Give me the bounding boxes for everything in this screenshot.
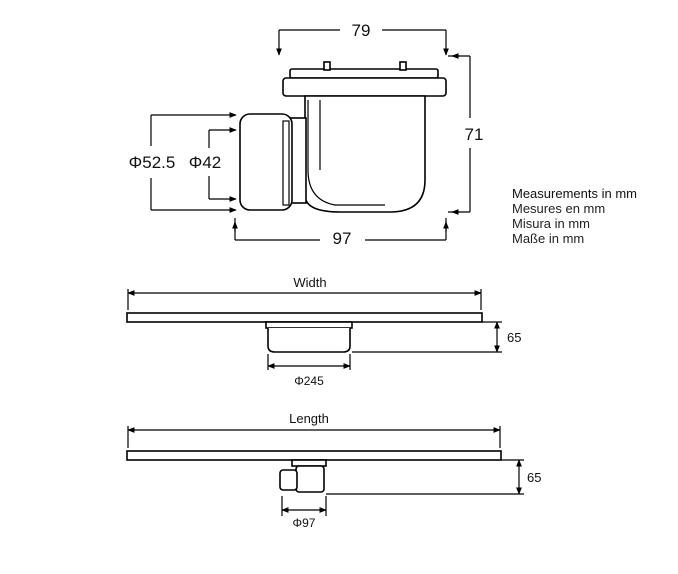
- length-plate: [126, 450, 502, 461]
- measurements-title: Measurements in mm: [512, 186, 637, 201]
- width-drain-cup: [267, 328, 351, 353]
- width-height-label: 65: [507, 330, 521, 345]
- measurements-line-de: Maße in mm: [512, 231, 584, 246]
- length-label: Length: [289, 411, 329, 426]
- lid-plate: [289, 68, 439, 79]
- width-view: Width 65 Φ245: [126, 275, 521, 388]
- measurements-legend: Measurements in mm Mesures en mm Misura …: [512, 186, 637, 246]
- dim-79-label: 79: [352, 21, 371, 40]
- dia-42-label: Φ42: [189, 153, 221, 172]
- dim-97-label: 97: [333, 229, 352, 248]
- dia-52-5-label: Φ52.5: [129, 153, 176, 172]
- dim-71-label: 71: [465, 125, 484, 144]
- length-diameter-label: Φ97: [293, 516, 316, 530]
- length-drain-outlet: [279, 469, 298, 491]
- outlet-cylinder: [239, 113, 293, 211]
- lid-tab-right: [399, 61, 407, 71]
- width-diameter-label: Φ245: [294, 374, 324, 388]
- measurements-line-it: Misura in mm: [512, 216, 590, 231]
- width-label: Width: [293, 275, 326, 290]
- length-view: Length 65 Φ97: [126, 411, 541, 530]
- length-drain-body: [295, 465, 325, 493]
- width-plate: [126, 312, 483, 323]
- measurements-line-fr: Mesures en mm: [512, 201, 605, 216]
- lid-tab-left: [323, 61, 331, 71]
- drain-trap-view: 79 71 97 Φ52.5 Φ42: [129, 21, 484, 248]
- trap-body: [304, 95, 426, 213]
- flange: [282, 77, 447, 97]
- length-height-label: 65: [527, 470, 541, 485]
